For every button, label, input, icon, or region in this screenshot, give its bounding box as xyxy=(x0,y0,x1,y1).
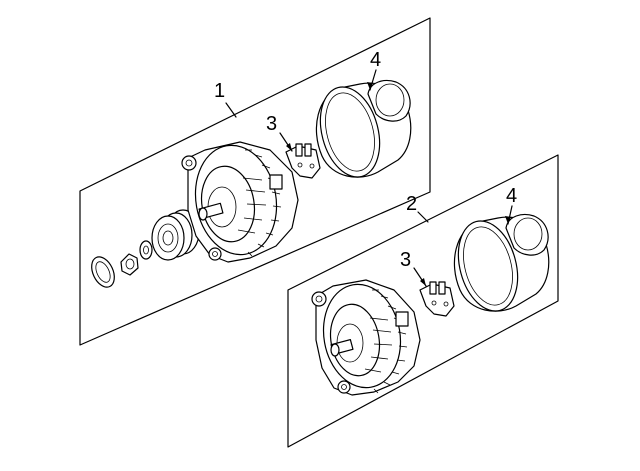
lower-assembly-panel xyxy=(287,154,559,448)
upper-alternator xyxy=(181,141,299,263)
upper-rear-cover xyxy=(315,79,412,178)
upper-nut xyxy=(120,253,139,276)
callout-regulator-lower: 3 xyxy=(400,249,411,271)
upper-washer xyxy=(139,240,153,260)
callout-cover-lower: 4 xyxy=(506,185,517,207)
callout-regulator-upper: 3 xyxy=(266,113,277,135)
callout-leaders xyxy=(225,69,513,287)
upper-retaining-cap xyxy=(91,256,115,288)
upper-pulley xyxy=(151,209,200,261)
lower-regulator xyxy=(419,281,455,317)
callout-cover-upper: 4 xyxy=(370,49,381,71)
callout-assembly-1: 1 xyxy=(214,80,225,102)
callout-assembly-2: 2 xyxy=(406,193,417,215)
upper-assembly-panel xyxy=(79,17,431,346)
upper-regulator xyxy=(285,143,321,179)
lower-rear-cover xyxy=(453,213,550,312)
lower-alternator xyxy=(311,279,421,396)
